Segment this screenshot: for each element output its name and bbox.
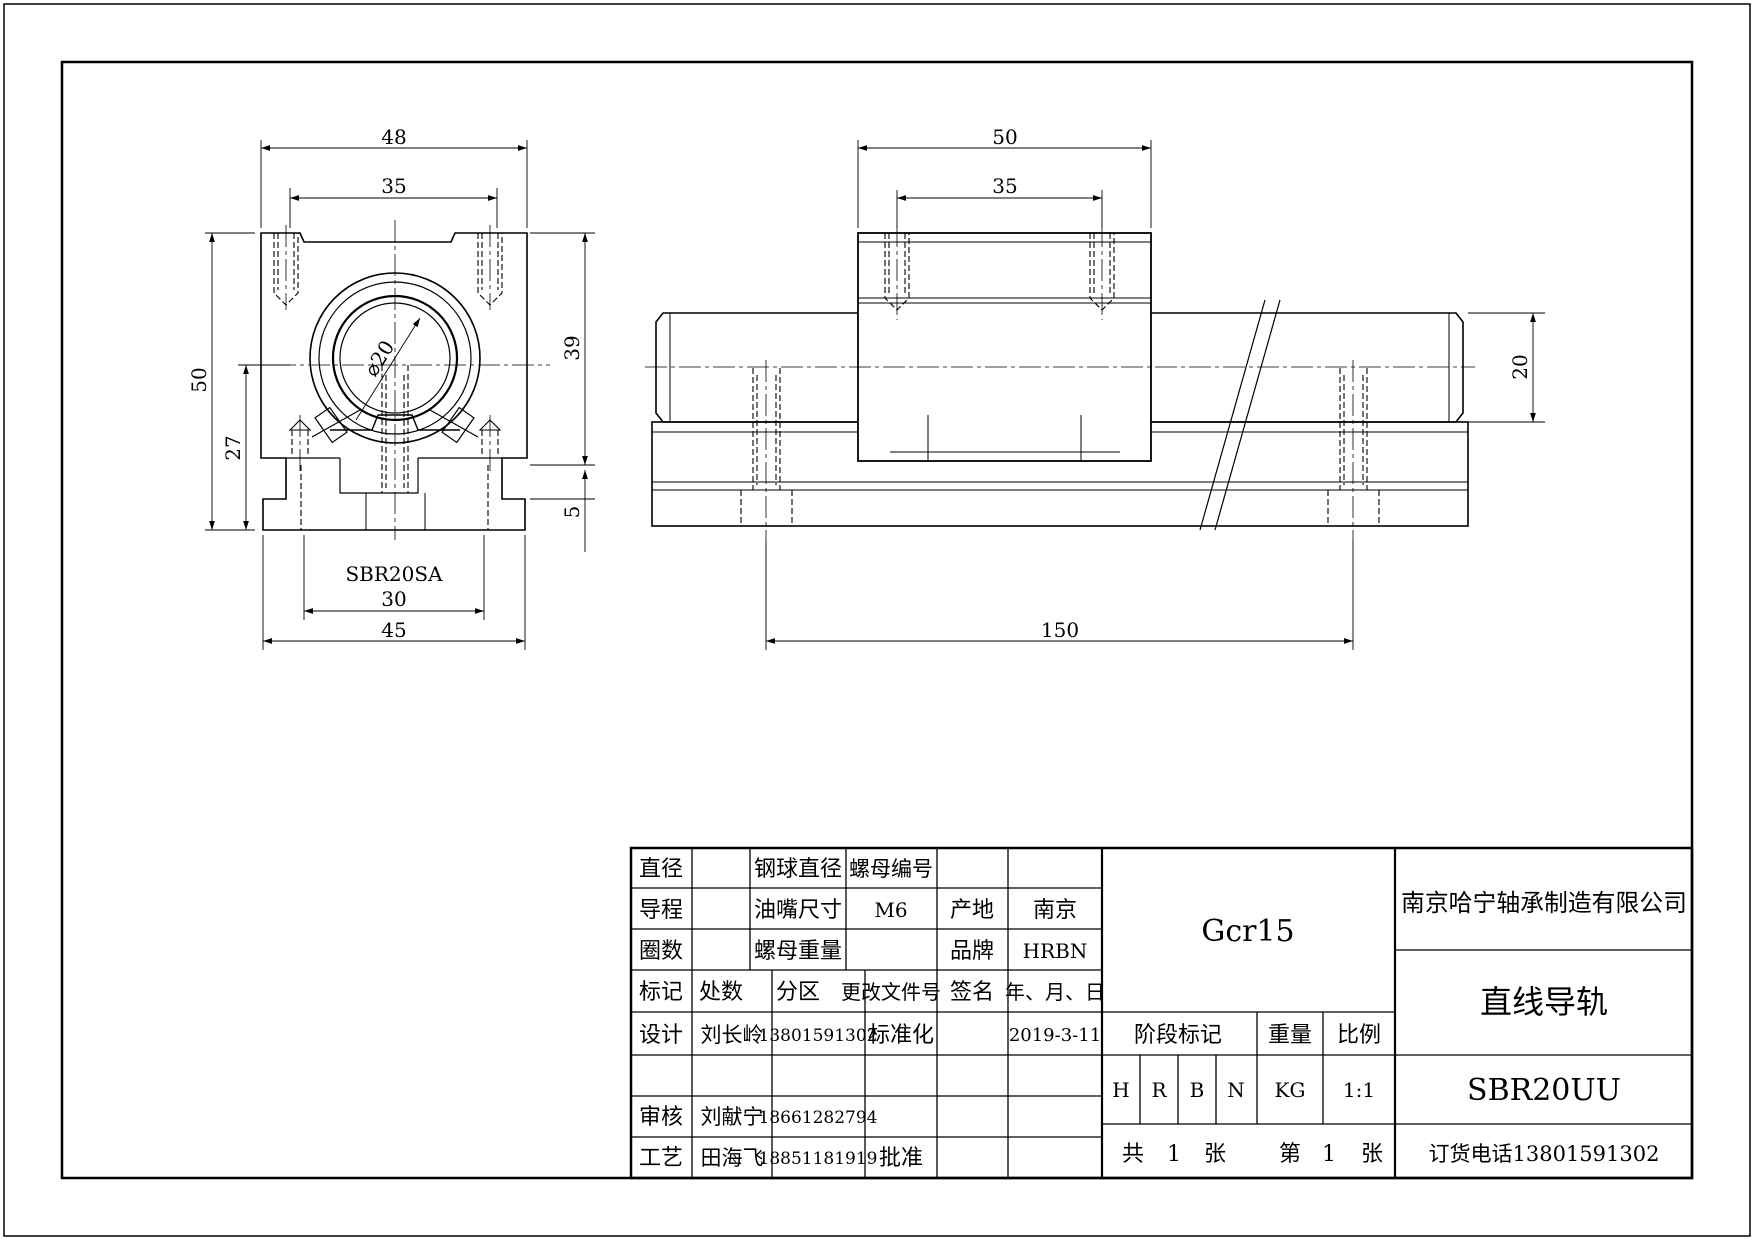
cell-r1-c4: 产地 <box>950 898 994 923</box>
sheet-total-unit: 张 <box>1204 1142 1226 1167</box>
order-phone: 订货电话13801591302 <box>1429 1142 1660 1166</box>
cell-r4-c1: 刘长岭 <box>701 1023 764 1047</box>
sheet-number-count: 1 <box>1322 1142 1336 1167</box>
title-block-text: 直径 钢球直径 螺母编号 导程 油嘴尺寸 M6 产地 南京 圈数 螺母重量 品牌… <box>639 857 1687 1171</box>
dim-rail-height: 20 <box>1508 354 1532 379</box>
front-view <box>205 140 595 650</box>
front-view-labels: 48 35 50 27 39 5 ⌀20 SBR20SA 30 45 <box>187 125 584 642</box>
dim-center-height: 27 <box>221 435 245 460</box>
stage-letter-n: N <box>1227 1078 1245 1102</box>
cell-r4-c0: 设计 <box>639 1023 683 1048</box>
sheet-number-unit: 张 <box>1361 1142 1383 1167</box>
dim-width-total: 48 <box>381 125 406 149</box>
part-number: SBR20UU <box>1467 1073 1621 1108</box>
cell-r1-c0: 导程 <box>639 898 683 923</box>
sheet-total-count: 1 <box>1167 1142 1181 1167</box>
cell-r2-c5: HRBN <box>1023 939 1088 963</box>
cell-r1-c3: M6 <box>874 898 907 922</box>
stage-letter-b: B <box>1190 1078 1205 1102</box>
dim-base-thickness: 5 <box>560 506 584 519</box>
part-name: 直线导轨 <box>1480 983 1608 1021</box>
linear-block <box>857 232 1152 462</box>
dim-hole-spacing-top: 35 <box>381 174 406 198</box>
dim-base-spacing: 30 <box>381 587 406 611</box>
scale-label: 比例 <box>1337 1023 1381 1048</box>
cell-r4-c2: 13801591302 <box>759 1026 878 1046</box>
cell-r4-c5: 2019-3-11 <box>1009 1025 1101 1046</box>
sheet-number-word: 第 <box>1279 1142 1301 1167</box>
dim-height-right: 39 <box>560 335 584 360</box>
cell-r7-c2: 18851181919 <box>759 1149 878 1169</box>
cell-r2-c4: 品牌 <box>950 939 994 964</box>
cell-r6-c2: 18661282794 <box>759 1108 878 1128</box>
cell-r0-c2: 钢球直径 <box>754 857 842 882</box>
title-block <box>629 846 1694 1180</box>
cell-r7-c0: 工艺 <box>639 1146 683 1171</box>
outer-border <box>3 3 1751 1237</box>
housing-outline <box>260 232 528 531</box>
cell-r4-c3: 标准化 <box>868 1023 934 1048</box>
weight-unit: KG <box>1275 1078 1306 1102</box>
cell-r3-c1: 处数 <box>699 980 743 1005</box>
cell-r0-c0: 直径 <box>639 857 683 882</box>
cell-r1-c5: 南京 <box>1033 898 1077 923</box>
cell-r3-c0: 标记 <box>639 980 683 1005</box>
inner-border <box>60 60 1694 1180</box>
dim-block-length: 50 <box>992 125 1017 149</box>
weight-label: 重量 <box>1268 1023 1312 1048</box>
sheet-total-word: 共 <box>1122 1142 1144 1167</box>
cell-r7-c1: 田海飞 <box>701 1146 764 1170</box>
cell-r3-c5: 年、月、日 <box>1005 980 1105 1004</box>
cell-r1-c2: 油嘴尺寸 <box>754 898 842 923</box>
side-view-labels: 50 35 20 150 <box>992 125 1532 642</box>
cell-r3-c3: 更改文件号 <box>841 980 941 1004</box>
cell-r2-c2: 螺母重量 <box>754 939 842 964</box>
cell-r2-c0: 圈数 <box>639 939 683 964</box>
stage-letter-h: H <box>1112 1078 1129 1102</box>
dim-height-total: 50 <box>187 367 211 392</box>
model-label-sbr20sa: SBR20SA <box>345 562 443 586</box>
scale-value: 1:1 <box>1343 1078 1375 1102</box>
company-name: 南京哈宁轴承制造有限公司 <box>1401 889 1687 917</box>
cell-r6-c0: 审核 <box>639 1105 683 1130</box>
cell-r3-c2: 分区 <box>776 980 820 1005</box>
dim-rail-hole-spacing: 150 <box>1041 618 1079 642</box>
cell-r6-c1: 刘献宁 <box>701 1105 764 1129</box>
stage-mark-label: 阶段标记 <box>1134 1023 1222 1048</box>
side-view <box>645 140 1545 650</box>
dim-hole-spacing: 35 <box>992 174 1017 198</box>
cell-r0-c4: 螺母编号 <box>849 857 933 881</box>
dim-diameter: ⌀20 <box>359 336 399 381</box>
stage-letter-r: R <box>1151 1078 1167 1102</box>
material-label: Gcr15 <box>1201 914 1294 949</box>
cell-r3-c4: 签名 <box>950 980 994 1005</box>
dim-base-width: 45 <box>381 618 406 642</box>
cell-r7-c3: 批准 <box>879 1146 923 1171</box>
